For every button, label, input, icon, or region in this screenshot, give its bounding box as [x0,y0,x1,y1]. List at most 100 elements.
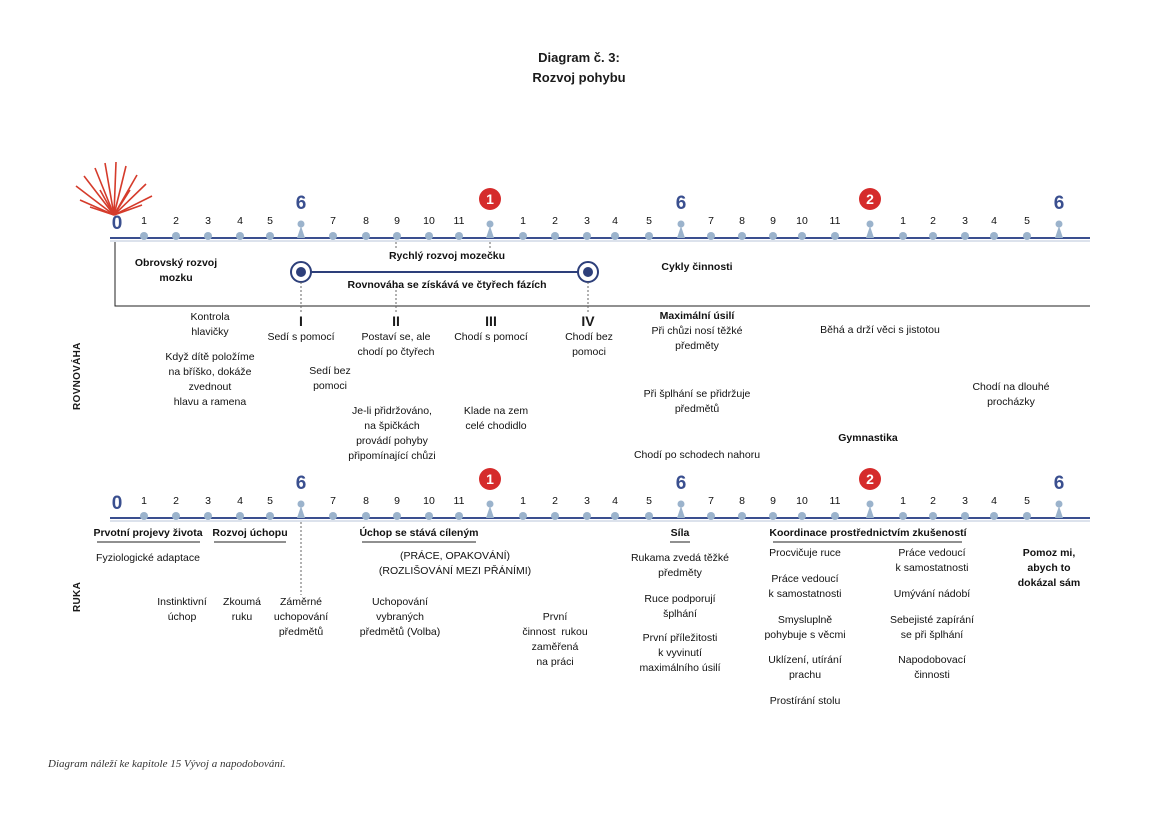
bottom-tick-marker [831,512,839,520]
top-tick-marker [961,232,969,240]
top-tick-marker [551,232,559,240]
bottom-tick-marker [1023,512,1031,520]
supports-climbing: Ruce podporují šplhání [644,593,716,620]
head-control: Kontrola hlavičky [190,311,230,338]
top-tick-marker [329,232,337,240]
bottom-tick-marker [172,512,180,520]
top-month-label: 8 [363,215,369,227]
top-tick-marker [611,232,619,240]
sits-without-help: Sedí bez pomoci [309,365,351,392]
top-tick-marker [707,232,715,240]
intentional-grasp: Záměrné uchopování předmětů [273,596,329,638]
bottom-tick-marker [929,512,937,520]
sits-with-help: Sedí s pomocí [267,331,335,343]
climbs-holding: Při šplhání se přidržuje předmětů [643,388,751,415]
strength: Síla [670,527,690,539]
bottom-tick-marker [296,500,306,523]
confident-climbing: Sebejisté zapírání se při šplhání [889,614,975,641]
top-month-label: 4 [237,215,243,227]
gymnastics: Gymnastika [838,432,898,444]
tiptoe-walking: Je-li přidržováno, na špičkách provádí p… [348,405,436,462]
walks-with-help: Chodí s pomocí [454,331,528,343]
bottom-month-label: 8 [739,495,745,507]
top-month-label: 2 [930,215,936,227]
top-birth-zero: 0 [111,213,123,234]
top-month-label: 10 [796,215,808,227]
phase-4-label: IV [581,313,595,329]
first-life-signs: Prvotní projevy života [93,527,203,539]
top-month-label: 7 [330,215,336,227]
bottom-tick-marker [961,512,969,520]
bottom-month-label: 3 [205,495,211,507]
top-month-label: 4 [991,215,997,227]
top-month-label: 10 [423,215,435,227]
top-month-label: 5 [1024,215,1030,227]
top-tick-marker [296,220,306,243]
bottom-month-label: 9 [770,495,776,507]
bottom-tick-marker [738,512,746,520]
runs-holding: Běhá a drží věci s jistotou [820,324,940,336]
bottom-month-label: 11 [453,495,465,507]
top-month-label: 5 [267,215,273,227]
bottom-tick-marker [362,512,370,520]
top-month-label: 11 [829,215,841,227]
brain-development: Obrovský rozvoj mozku [134,257,218,284]
top-month-label: 4 [612,215,618,227]
bottom-tick-marker [1054,500,1064,523]
walks-without-help: Chodí bez pomoci [565,331,613,358]
top-tick-marker [425,232,433,240]
top-tick-marker [929,232,937,240]
top-month-label: 3 [584,215,590,227]
practices-hands: Procvičuje ruce [769,547,841,559]
bottom-month-label: 1 [141,495,147,507]
meaningful-movement: Smysluplně pohybuje s věcmi [764,614,846,641]
bottom-tick-marker [990,512,998,520]
burst-icon [75,161,153,216]
imitation-activities: Napodobovací činnosti [898,654,966,681]
climbs-stairs: Chodí po schodech nahoru [633,449,761,461]
top-six-months: 6 [1053,193,1065,214]
phase-1-label: I [299,313,303,329]
top-tick-marker [140,232,148,240]
bottom-month-label: 5 [267,495,273,507]
bottom-month-label: 5 [1024,495,1030,507]
top-month-label: 8 [739,215,745,227]
top-month-label: 1 [900,215,906,227]
top-month-label: 5 [646,215,652,227]
top-tick-marker [899,232,907,240]
bottom-month-label: 11 [829,495,841,507]
bottom-tick-marker [551,512,559,520]
hand-side-label: RUKA [72,581,83,612]
bottom-month-label: 7 [708,495,714,507]
top-tick-marker [172,232,180,240]
top-month-label: 9 [394,215,400,227]
balance-side-label: ROVNOVÁHA [72,342,83,410]
bottom-month-label: 1 [520,495,526,507]
bottom-month-label: 8 [363,495,369,507]
top-tick-marker [204,232,212,240]
top-tick-marker [645,232,653,240]
washing-dishes: Umývání nádobí [893,588,971,600]
bottom-month-label: 4 [237,495,243,507]
bottom-month-label: 2 [930,495,936,507]
bottom-tick-marker [611,512,619,520]
top-six-months: 6 [295,193,307,214]
top-month-label: 3 [205,215,211,227]
bottom-month-label: 3 [962,495,968,507]
work-repetition: (PRÁCE, OPAKOVÁNÍ) (ROZLIŠOVÁNÍ MEZI PŘÁ… [378,550,532,577]
bottom-tick-marker [583,512,591,520]
physiological-adaptation: Fyziologické adaptace [96,552,200,564]
bottom-month-label: 1 [900,495,906,507]
top-month-label: 2 [552,215,558,227]
bottom-month-label: 5 [646,495,652,507]
top-tick-marker [583,232,591,240]
diagram-number: Diagram č. 3: [538,50,620,65]
bottom-month-label: 7 [330,495,336,507]
setting-table: Prostírání stolu [769,695,841,707]
top-tick-marker [990,232,998,240]
top-month-label: 1 [141,215,147,227]
top-six-months: 6 [675,193,687,214]
top-tick-marker [865,220,875,243]
bottom-tick-marker [236,512,244,520]
bottom-six-months: 6 [295,473,307,494]
